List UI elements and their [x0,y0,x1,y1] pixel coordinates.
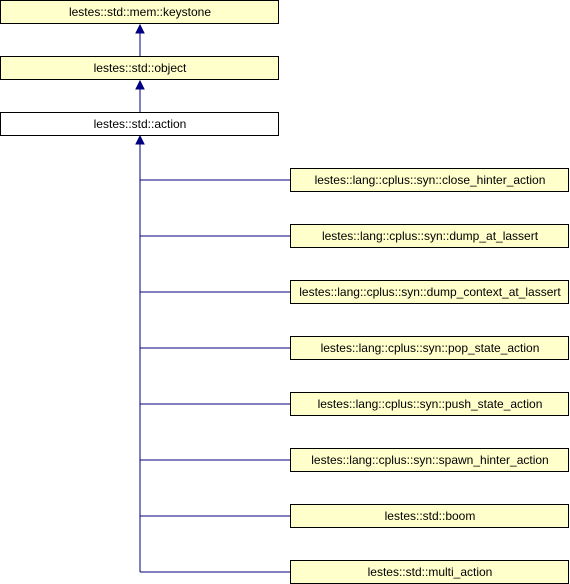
node-child-box [290,336,569,360]
node-keystone-label: lestes::std::mem::keystone [69,5,211,19]
node-object-box [0,56,279,80]
node-child-box [290,504,569,528]
node-keystone-box [0,0,279,24]
node-child-box [290,280,569,304]
arrowhead-action [135,134,145,145]
node-child-label: lestes::lang::cplus::syn::pop_state_acti… [321,341,540,355]
node-child-label: lestes::lang::cplus::syn::spawn_hinter_a… [311,453,548,467]
node-action: lestes::std::action [0,112,279,136]
node-child-label: lestes::lang::cplus::syn::close_hinter_a… [315,173,546,187]
node-child-label: lestes::std::boom [385,509,476,523]
node-child-pop-state-action[interactable]: lestes::lang::cplus::syn::pop_state_acti… [290,336,569,360]
node-child-close-hinter-action[interactable]: lestes::lang::cplus::syn::close_hinter_a… [290,168,569,192]
node-child-box [290,448,569,472]
node-object-label: lestes::std::object [94,61,187,75]
node-child-label: lestes::lang::cplus::syn::dump_at_lasser… [322,229,539,243]
node-child-label: lestes::lang::cplus::syn::dump_context_a… [299,285,561,299]
node-action-box [0,112,279,136]
node-child-box [290,392,569,416]
arrowhead-keystone [135,23,145,34]
node-child-spawn-hinter-action[interactable]: lestes::lang::cplus::syn::spawn_hinter_a… [290,448,569,472]
node-child-box [290,224,569,248]
node-keystone[interactable]: lestes::std::mem::keystone [0,0,279,24]
node-action-label: lestes::std::action [94,117,187,131]
node-child-push-state-action[interactable]: lestes::lang::cplus::syn::push_state_act… [290,392,569,416]
node-child-dump-at-lassert[interactable]: lestes::lang::cplus::syn::dump_at_lasser… [290,224,569,248]
node-child-multi-action[interactable]: lestes::std::multi_action [290,560,569,584]
arrowhead-object [135,79,145,90]
node-child-label: lestes::lang::cplus::syn::push_state_act… [318,397,543,411]
node-child-dump-context-at-lassert[interactable]: lestes::lang::cplus::syn::dump_context_a… [290,280,569,304]
node-object[interactable]: lestes::std::object [0,56,279,80]
node-child-boom[interactable]: lestes::std::boom [290,504,569,528]
node-child-label: lestes::std::multi_action [368,565,493,579]
node-child-box [290,168,569,192]
